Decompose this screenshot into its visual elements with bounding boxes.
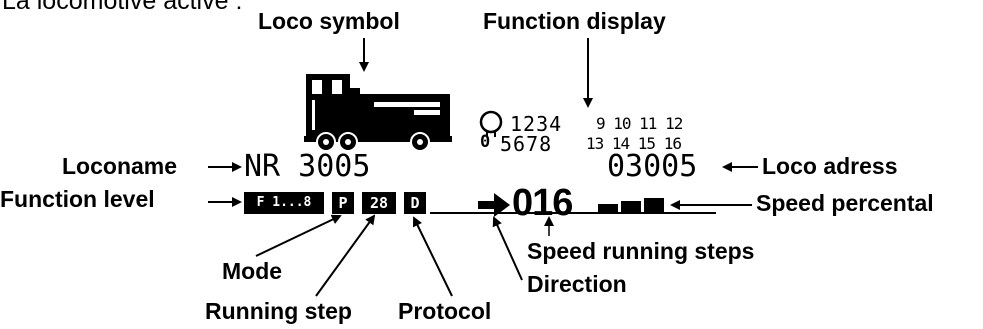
label-protocol: Protocol [398,298,492,324]
label-speed-running-steps: Speed running steps [527,238,755,264]
functions-row2-a: 5678 [500,132,553,156]
mode-box: P [332,192,354,214]
label-direction: Direction [527,271,627,297]
loco-symbol-icon [304,74,452,152]
label-mode: Mode [222,258,283,284]
loco-name: NR 3005 [244,149,371,184]
function-zero: 0 [480,132,491,152]
protocol-box: D [404,192,426,214]
label-loconame: Loconame [62,153,178,179]
light-bulb-icon [479,110,503,137]
label-speed-percental: Speed percental [756,190,934,216]
speed-value: 016 [512,182,573,224]
function-level-box: F 1...8 [244,192,324,214]
functions-row1-a: 1234 [510,112,563,136]
label-running-step: Running step [205,298,352,324]
label-function-display: Function display [483,8,666,34]
caption: La locomotive active : [2,0,243,15]
functions-row2-b: 13 14 15 16 [586,134,682,153]
label-loco-adress: Loco adress [762,153,898,179]
speed-percental-bar [598,198,664,212]
running-step-box: 28 [362,192,396,214]
functions-row1-b: 9 10 11 12 [596,114,683,133]
loco-address: 03005 [607,149,698,184]
label-function-level: Function level [0,186,155,212]
direction-arrow-icon [478,193,510,217]
label-loco-symbol: Loco symbol [258,8,400,34]
